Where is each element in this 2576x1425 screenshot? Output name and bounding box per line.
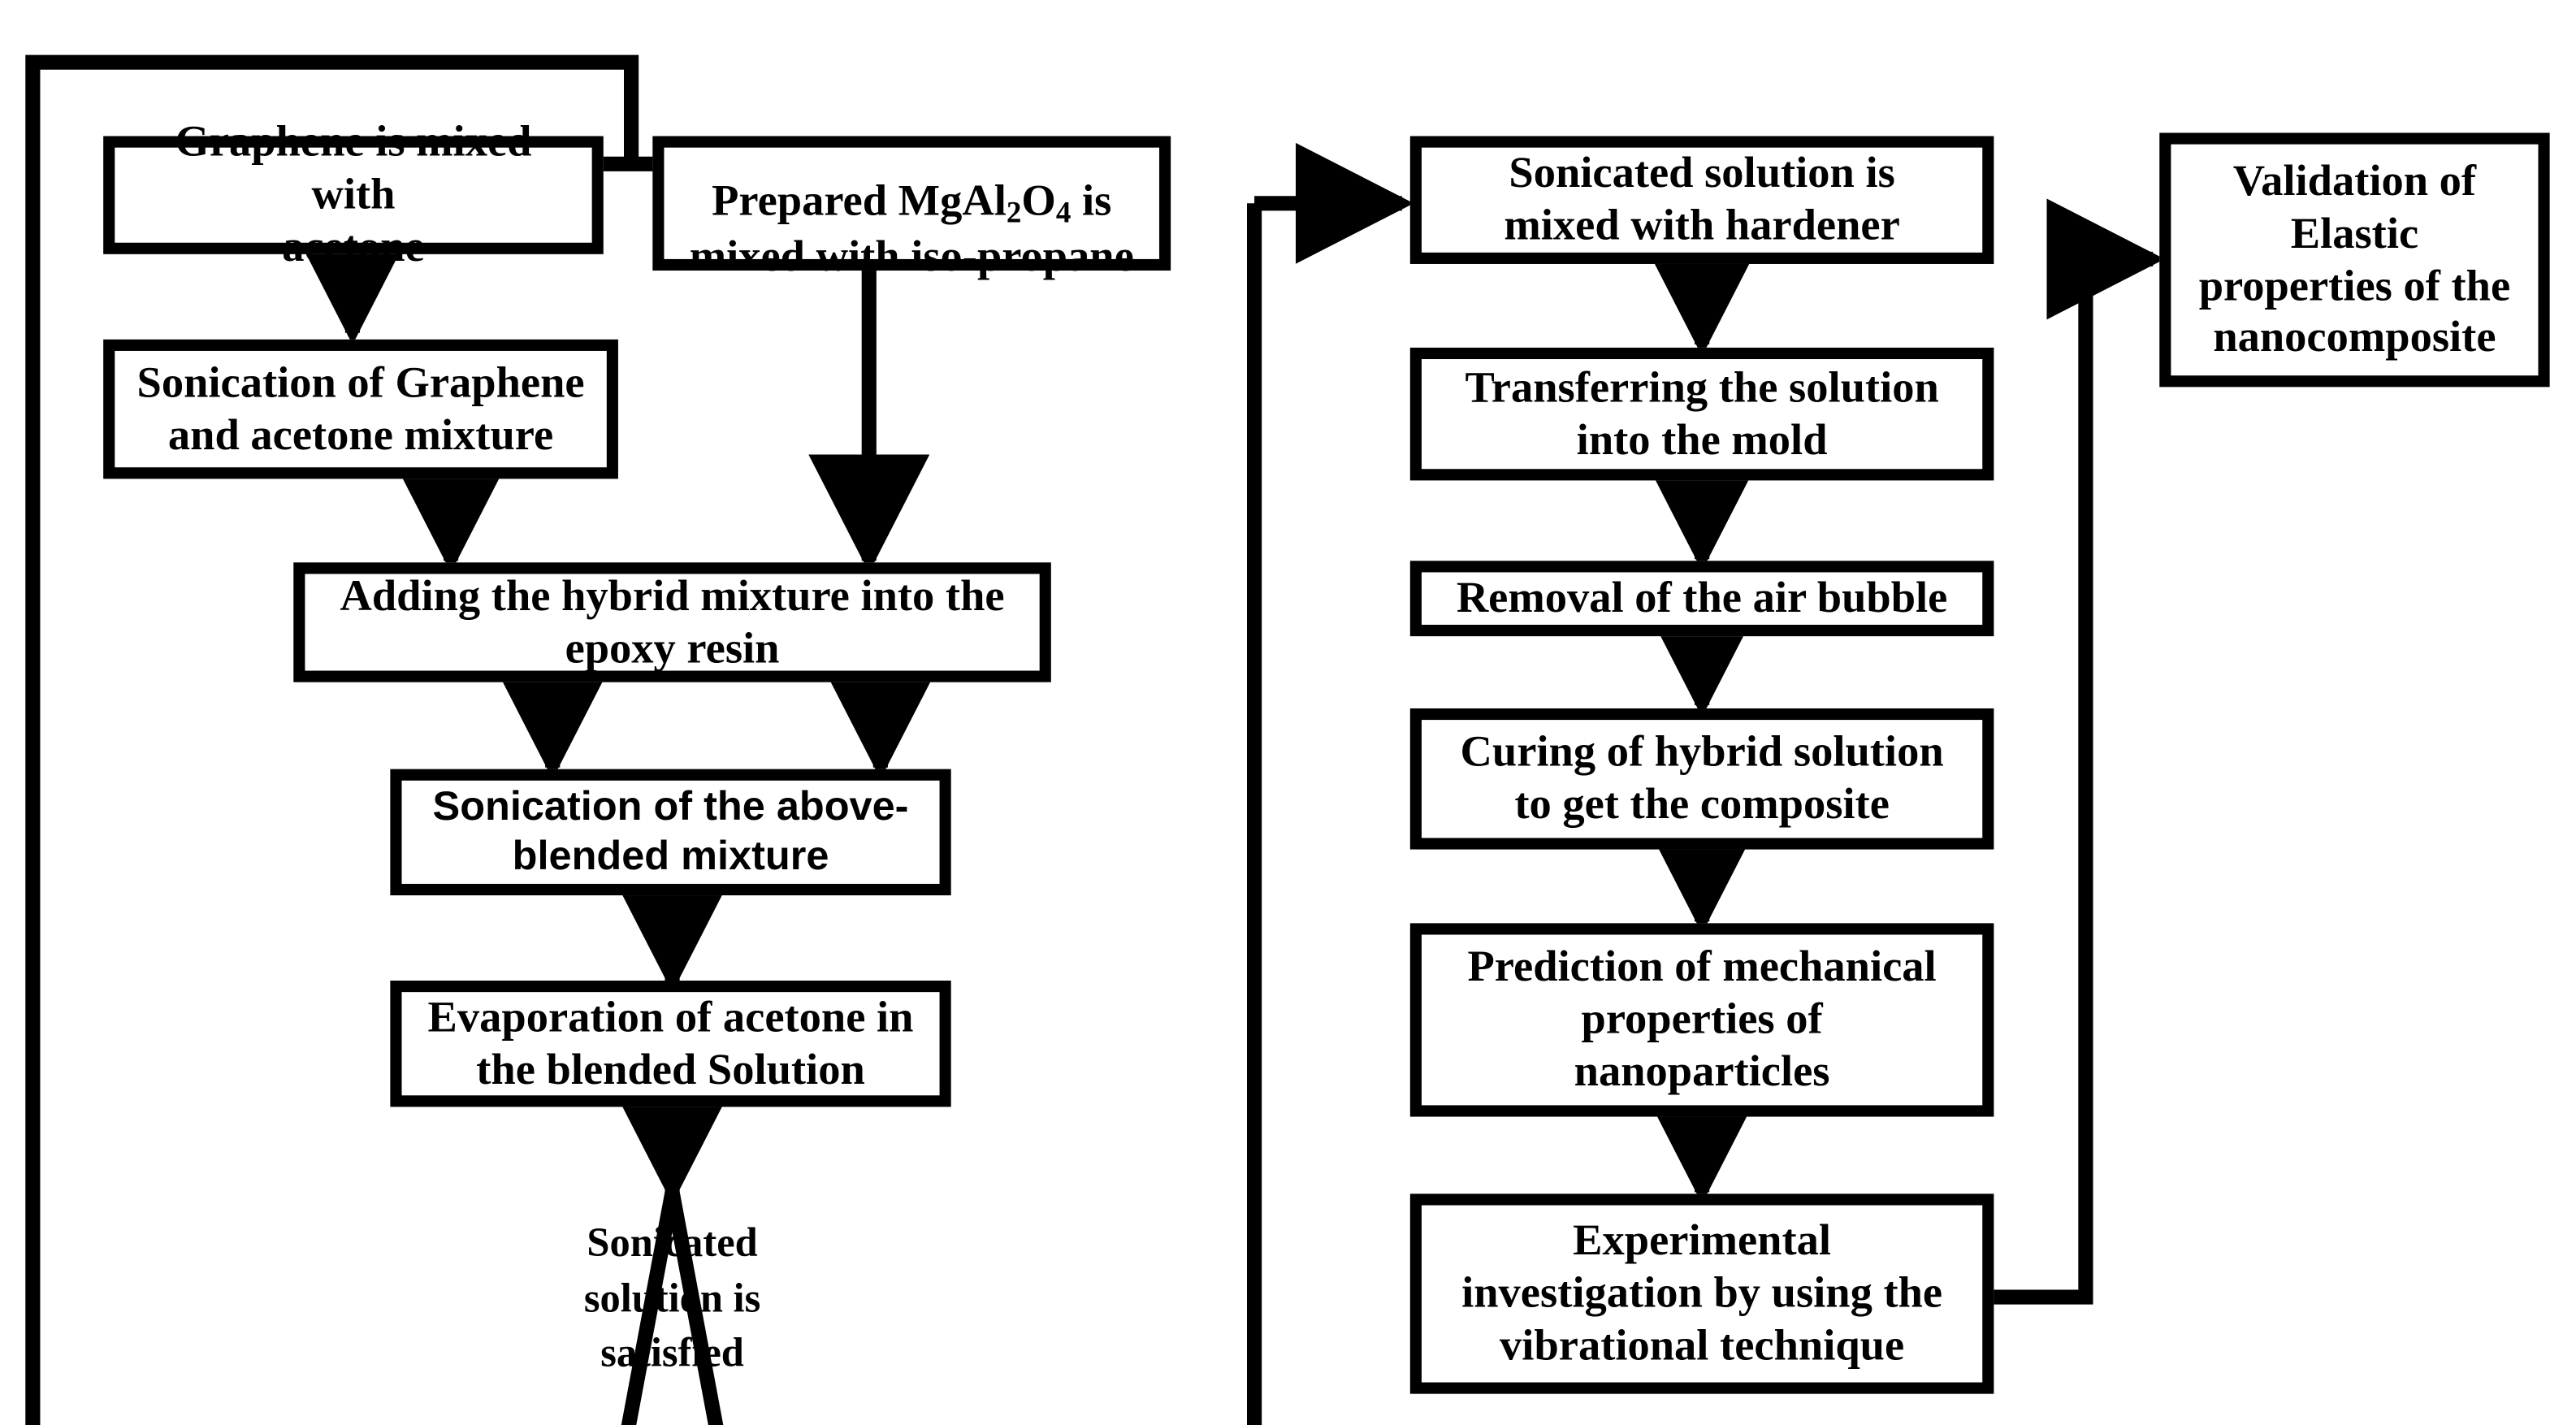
node-label: Graphene is mixed with acetone (175, 116, 532, 271)
edge-feedback-spine (25, 54, 639, 1425)
node-label: Evaporation of acetone in the blended So… (427, 991, 914, 1094)
node-sonication-of-graphene-and-acetone[interactable]: Sonication of Graphene and acetone mixtu… (103, 339, 618, 479)
node-label: Sonicated solution is mixed with hardene… (1504, 147, 1900, 249)
node-label: Transferring the solution into the mold (1465, 362, 1939, 464)
node-label: Curing of hybrid solution to get the com… (1460, 726, 1944, 829)
node-decision-sonicated-solution-satisfied[interactable] (407, 1192, 938, 1405)
node-adding-hybrid-mixture-into-epoxy-resin[interactable]: Adding the hybrid mixture into the epoxy… (293, 562, 1051, 682)
node-validation-of-elastic-properties[interactable]: Validation of Elastic properties of the … (2159, 132, 2550, 388)
node-sonicated-solution-mixed-with-hardener[interactable]: Sonicated solution is mixed with hardene… (1409, 136, 1994, 264)
node-label: Removal of the air bubble (1456, 572, 1948, 622)
edge-decision-right-spine (1247, 203, 1262, 1425)
node-label: Sonication of the above- blended mixture (432, 783, 909, 878)
node-label: Validation of Elastic properties of the … (2198, 155, 2511, 362)
node-label: Experimental investigation by using the … (1461, 1215, 1943, 1370)
node-removal-of-air-bubble[interactable]: Removal of the air bubble (1409, 561, 1994, 637)
node-label: Sonication of Graphene and acetone mixtu… (136, 357, 585, 459)
node-prediction-of-mechanical-properties[interactable]: Prediction of mechanical properties of n… (1409, 923, 1994, 1117)
node-curing-of-hybrid-solution[interactable]: Curing of hybrid solution to get the com… (1409, 708, 1994, 850)
node-label: Prediction of mechanical properties of n… (1467, 941, 1937, 1096)
edge-experimental-spine (1994, 258, 2093, 1305)
node-experimental-investigation-vibrational[interactable]: Experimental investigation by using the … (1409, 1193, 1994, 1394)
node-evaporation-of-acetone[interactable]: Evaporation of acetone in the blended So… (390, 981, 951, 1107)
node-label: Adding the hybrid mixture into the epoxy… (340, 570, 1005, 672)
node-transferring-solution-into-mold[interactable]: Transferring the solution into the mold (1409, 347, 1994, 481)
node-graphene-mixed-with-acetone[interactable]: Graphene is mixed with acetone (103, 117, 604, 271)
node-sonication-of-above-blended-mixture[interactable]: Sonication of the above- blended mixture (390, 769, 951, 896)
